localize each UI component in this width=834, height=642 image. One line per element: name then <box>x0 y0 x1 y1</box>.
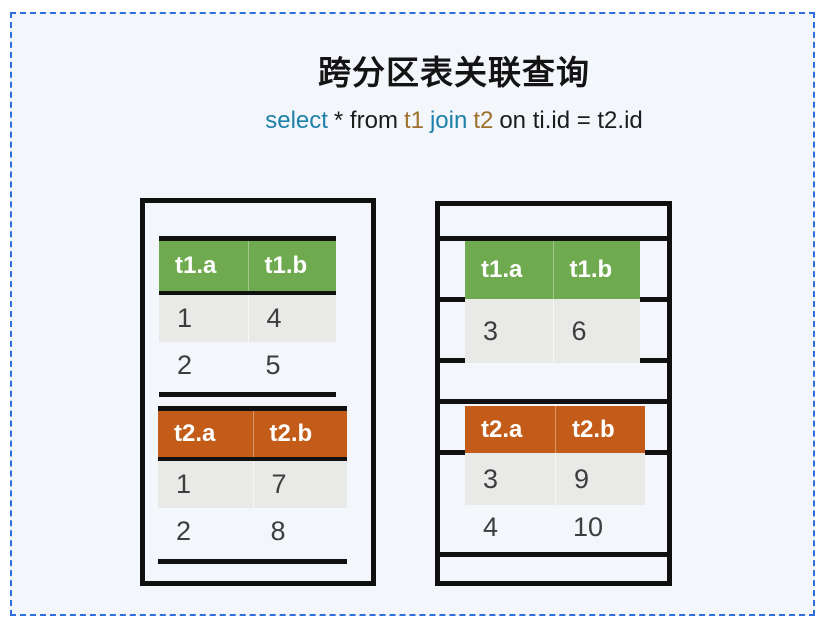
sql-table-t2: t2 <box>473 107 494 134</box>
left-t2-header: t2.a t2.b <box>158 411 347 457</box>
table-cell: 8 <box>270 516 286 546</box>
table-row: 1 7 <box>158 461 347 508</box>
sql-on-clause: on ti.id = t2.id <box>499 107 643 134</box>
table-cell: 2 <box>176 516 192 546</box>
table-cell: 5 <box>265 350 281 380</box>
table-row: 3 9 <box>465 453 645 505</box>
table-cell: 3 <box>483 463 499 494</box>
partition-line <box>440 552 667 557</box>
table-cell: 6 <box>552 299 641 363</box>
header-cell: t2.a <box>481 415 523 443</box>
table-row: 4 10 <box>465 505 645 550</box>
table-cell: 1 <box>176 469 192 499</box>
header-cell: t2.a <box>174 420 216 447</box>
table-border-line <box>159 236 336 241</box>
table-cell: 2 <box>177 350 193 380</box>
right-table-t2: t2.a t2.b 3 9 4 10 <box>465 406 645 550</box>
table-cell: 1 <box>177 303 193 333</box>
header-cell: t1.a <box>175 252 217 279</box>
header-cell: t1.b <box>552 241 641 299</box>
table-cell: 4 <box>247 295 337 342</box>
table-row: 1 4 <box>159 295 336 342</box>
table-border-line <box>159 392 336 397</box>
table-border-line <box>158 559 347 564</box>
left-table-t2: t2.a t2.b 1 7 2 8 <box>158 406 347 564</box>
right-t1-header: t1.a t1.b <box>465 241 640 299</box>
table-row: 2 5 <box>159 342 336 389</box>
table-cell: 7 <box>252 461 348 508</box>
left-partition-box: t1.a t1.b 1 4 2 5 t2.a t2 <box>140 198 376 586</box>
sql-keyword-join: join <box>429 107 468 134</box>
table-cell: 4 <box>483 512 499 542</box>
table-cell: 9 <box>555 453 645 505</box>
table-row: 2 8 <box>158 508 347 555</box>
table-border-line <box>159 291 336 295</box>
header-cell: t1.a <box>481 256 523 283</box>
header-cell: t1.b <box>247 241 337 291</box>
table-border-line <box>158 457 347 461</box>
sql-star-from: * from <box>333 107 398 134</box>
sql-keyword-select: select <box>265 107 328 134</box>
diagram-title: 跨分区表关联查询 <box>318 54 590 91</box>
left-t1-header: t1.a t1.b <box>159 241 336 291</box>
right-partition-box: t1.a t1.b 3 6 t2.a t2.b 3 9 4 <box>435 201 672 586</box>
sql-table-t1: t1 <box>403 107 424 134</box>
table-row: 3 6 <box>465 299 640 363</box>
header-cell: t2.b <box>252 411 348 457</box>
table-cell: 10 <box>573 512 604 542</box>
partition-line <box>440 236 667 241</box>
table-border-line <box>158 406 347 411</box>
header-cell: t2.b <box>555 406 645 453</box>
right-t2-header: t2.a t2.b <box>465 406 645 453</box>
table-cell: 3 <box>483 315 499 346</box>
right-table-t1: t1.a t1.b 3 6 <box>465 241 640 363</box>
left-table-t1: t1.a t1.b 1 4 2 5 <box>159 236 336 397</box>
partition-line <box>440 399 667 404</box>
